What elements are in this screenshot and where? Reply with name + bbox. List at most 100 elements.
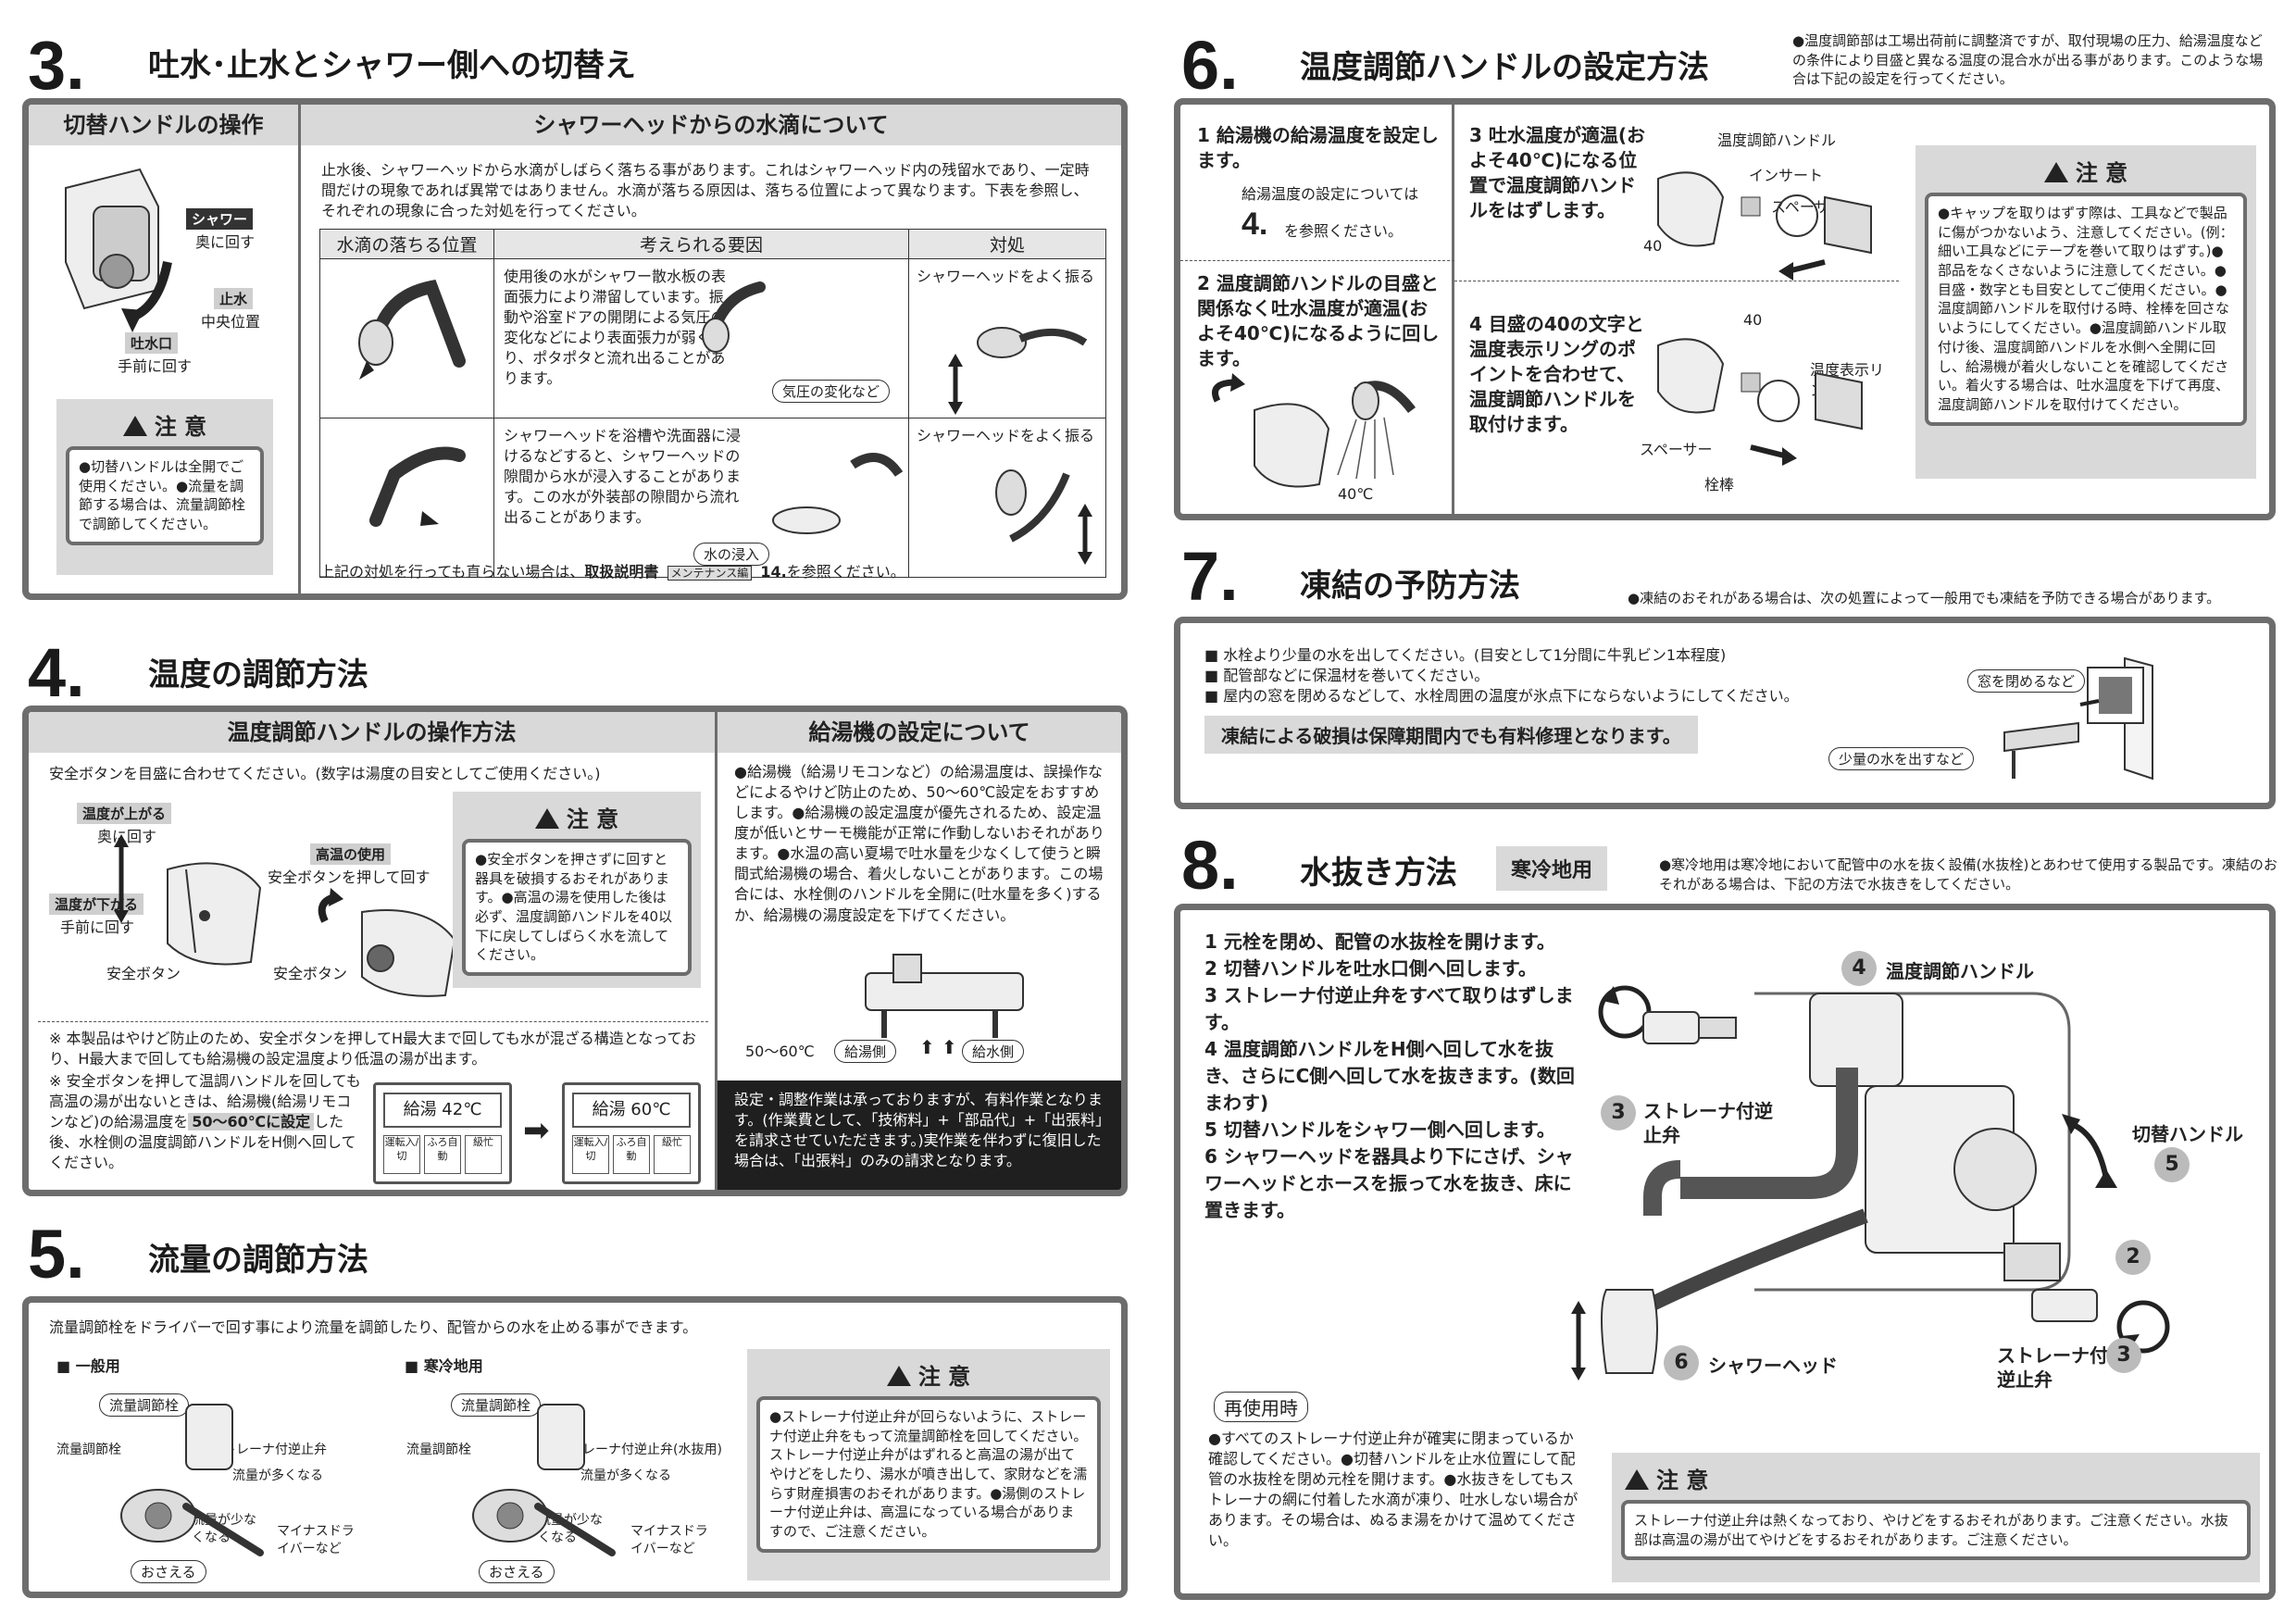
drain-step: 1 元栓を閉め、配管の水抜栓を開けます。: [1204, 931, 1555, 953]
section-6-title: 温度調節ハンドルの設定方法: [1300, 49, 1709, 86]
remote-display: 給湯 60℃: [572, 1093, 691, 1128]
freeze-item: ■ 配管部などに保温材を巻いてください。: [1204, 667, 1490, 684]
temp-note-2: ※ 安全ボタンを押して温調ハンドルを回しても高温の湯が出ないときは、給湯機(給湯…: [49, 1072, 361, 1172]
spout-direction: 手前に回す: [118, 357, 193, 375]
section-5-caution: 注 意 ●ストレーナ付逆止弁が回らないように、ストレーナ付逆止弁をもって流量調節…: [747, 1349, 1110, 1580]
steps-3-4-column: 3 吐水温度が適温(およそ40℃)になる位置で温度調節ハンドルをはずします。 温…: [1454, 105, 1899, 514]
section-3-title: 吐水･止水とシャワー側への切替え: [148, 47, 636, 84]
divider: [1180, 260, 1454, 261]
close-window-tag: 窓を閉めるなど: [1967, 669, 2086, 693]
cause-text: シャワーヘッドを浴槽や洗面器に浸けるなどすると、シャワーヘッドの隙間から水が浸入…: [504, 427, 742, 527]
temp-down-direction: 手前に回す: [60, 918, 135, 936]
callout-6: 6: [1664, 1345, 1699, 1380]
section-7-panel: ■ 水栓より少量の水を出してください。(目安として1分間に牛乳ビン1本程度) ■…: [1174, 617, 2276, 809]
temp-up-label: 温度が上がる: [77, 803, 172, 824]
temp-handle-column: 温度調節ハンドルの操作方法 安全ボタンを目盛に合わせてください。(数字は湯度の目…: [29, 712, 718, 1190]
callout-3b: 3: [2106, 1338, 2141, 1373]
drain-step: 4 温度調節ハンドルをH側へ回して水を抜き、さらにC側へ回して水を抜きます。(数…: [1204, 1038, 1575, 1114]
section-3-caution: 注 意 ●切替ハンドルは全開でご使用ください。●流量を調節する場合は、流量調節栓…: [56, 399, 273, 575]
window-faucet-illustration: [2003, 656, 2153, 781]
remote-button[interactable]: 級忙: [465, 1135, 502, 1174]
drip-column: シャワーヘッドからの水滴について 止水後、シャワーヘッドから水滴がしばらく落ちる…: [301, 105, 1121, 593]
section-8-note: ●寒冷地用は寒冷地において配管中の水を抜く設備(水抜栓)とあわせて使用する製品で…: [1659, 856, 2277, 893]
valve-illustration: [472, 1404, 616, 1556]
temp-handle-illustration: [114, 834, 262, 966]
warning-icon: [2043, 162, 2068, 182]
drain-steps: 1 元栓を閉め、配管の水抜栓を開けます。 2 切替ハンドルを吐水口側へ回します。…: [1204, 929, 1575, 1224]
flow-valve-tag: 流量調節栓: [99, 1393, 190, 1417]
arrow-right-icon: ➡: [523, 1112, 550, 1149]
hot-side-tag: 給湯側: [834, 1040, 897, 1063]
high-temp-direction: 安全ボタンを押して回す: [268, 868, 430, 886]
callout-2: 2: [2115, 1240, 2151, 1275]
callout-3: 3: [1601, 1095, 1636, 1131]
step-1-sub: 給湯温度の設定については: [1242, 185, 1419, 203]
cold-side-tag: 給水側: [962, 1040, 1025, 1063]
section-4-title: 温度の調節方法: [148, 656, 368, 693]
section-6-note: ●温度調節部は工場出荷前に調整済ですが、取付現場の圧力、給湯温度などの条件により…: [1792, 32, 2264, 88]
spacer-label: スペーサー: [1640, 441, 1713, 458]
remote-button[interactable]: 運転入/切: [383, 1135, 420, 1174]
table-row: シャワーヘッドを浴槽や洗面器に浸けるなどすると、シャワーヘッドの隙間から水が浸入…: [319, 418, 1106, 578]
water-intrusion-tag: 水の浸入: [693, 543, 769, 566]
remote-button[interactable]: ふろ自動: [613, 1135, 650, 1174]
temp-range: 50～60℃: [745, 1043, 815, 1060]
water-heater-text: ●給湯機（給湯リモコンなど）の給湯温度は、誤操作などによるやけど防止のため、50…: [734, 763, 1105, 924]
section-4-panel: 温度調節ハンドルの操作方法 安全ボタンを目盛に合わせてください。(数字は湯度の目…: [22, 706, 1128, 1196]
shower-direction: 奥に回す: [195, 233, 256, 251]
remote-button[interactable]: 級忙: [654, 1135, 691, 1174]
section-8-caution: 注 意 ストレーナ付逆止弁は熱くなっており、やけどをするおそれがあります。ご注意…: [1612, 1453, 2260, 1582]
steps-1-2-column: 1 給湯機の給湯温度を設定します。 給湯温度の設定については 4. を参照くださ…: [1180, 105, 1454, 514]
shower-label: シャワー: [186, 208, 254, 230]
drip-position-2: [319, 418, 494, 578]
step-1-ref: 4.: [1242, 206, 1268, 242]
switch-handle-column: 切替ハンドルの操作 シャワー 奥に回す 止水 中央位置 吐水口 手前に回す 注 …: [29, 105, 301, 593]
section-7-number: 7.: [1181, 538, 1239, 615]
stop-direction: 中央位置: [201, 313, 261, 331]
flow-valve-tag: 流量調節栓: [451, 1393, 542, 1417]
hold-tag: おさえる: [131, 1560, 206, 1583]
freeze-warning: 凍結による破損は保障期間内でも有料修理となります。: [1204, 716, 1698, 754]
step-2-illustration: [1212, 373, 1416, 488]
section-6-number: 6.: [1181, 27, 1239, 104]
shake-shower-icon: [995, 469, 1092, 565]
warning-icon: [886, 1366, 911, 1386]
section-6-panel: 1 給湯機の給湯温度を設定します。 給湯温度の設定については 4. を参照くださ…: [1174, 98, 2276, 520]
water-heater-header: 給湯機の設定について: [718, 712, 1121, 753]
fix-text: シャワーヘッドをよく振る: [917, 268, 1095, 285]
strainer-drain-label: ストレーナ付逆止弁(水抜用): [556, 1443, 722, 1457]
reuse-tag: 再使用時: [1214, 1392, 1308, 1422]
drip-fix-2: シャワーヘッドをよく振る: [908, 418, 1106, 578]
table-header: 水滴の落ちる位置: [319, 229, 494, 259]
flow-valve-label: 流量調節栓: [56, 1443, 121, 1457]
divider: [38, 1021, 708, 1022]
cold-region-label: ■ 寒冷地用: [405, 1357, 483, 1375]
hold-tag: おさえる: [479, 1560, 555, 1583]
drip-intro: 止水後、シャワーヘッドから水滴がしばらく落ちる事があります。これはシャワーヘッド…: [321, 161, 1090, 220]
insert-label: インサート: [1749, 167, 1824, 184]
step-3-illustration: [1657, 171, 1872, 281]
remote-button[interactable]: ふろ自動: [424, 1135, 461, 1174]
driver-label: マイナスドライバーなど: [630, 1524, 708, 1556]
shower-head-callout: シャワーヘッド: [1708, 1355, 1838, 1377]
drip-table: 水滴の落ちる位置 考えられる要因 対処 使用後の水がシャワー散水板の表面張力によ…: [319, 229, 1106, 578]
maintenance-badge: メンテナンス編: [667, 566, 753, 581]
remote-display: 給湯 42℃: [383, 1093, 502, 1128]
caution-text: ●キャップを取りはずす際は、工具などで製品に傷がつかないよう、注意してください。…: [1925, 193, 2247, 426]
safety-button-label: 安全ボタン: [106, 965, 181, 982]
table-header: 考えられる要因: [493, 229, 909, 259]
shower-head-icon: [702, 281, 766, 353]
cause-text: 使用後の水がシャワー散水板の表面張力により滞留しています。振動や浴室ドアの開閉に…: [504, 268, 727, 388]
step-4-illustration: [1657, 338, 1863, 466]
switch-handle-header: 切替ハンドルの操作: [29, 105, 298, 145]
callout-4: 4: [1841, 951, 1877, 986]
remote-60: 給湯 60℃ 運転入/切 ふろ自動 級忙: [562, 1082, 701, 1184]
caution-title: 注 意: [462, 801, 692, 833]
freeze-item: ■ 屋内の窓を閉めるなどして、水栓周囲の温度が氷点下にならないようにしてください…: [1204, 687, 1799, 705]
step-3: 3 吐水温度が適温(およそ40℃)になる位置で温度調節ハンドルをはずします。: [1469, 124, 1646, 221]
strainer-callout: ストレーナ付逆止弁: [1643, 1100, 1773, 1146]
caution-title: 注 意: [1621, 1462, 2251, 1494]
step-4: 4 目盛の40の文字と温度表示リングのポイントを合わせて、温度調節ハンドルを取付…: [1469, 313, 1644, 435]
remote-button[interactable]: 運転入/切: [572, 1135, 609, 1174]
section-7-note: ●凍結のおそれがある場合は、次の処置によって一般用でも凍結を予防できる場合があり…: [1628, 590, 2221, 606]
